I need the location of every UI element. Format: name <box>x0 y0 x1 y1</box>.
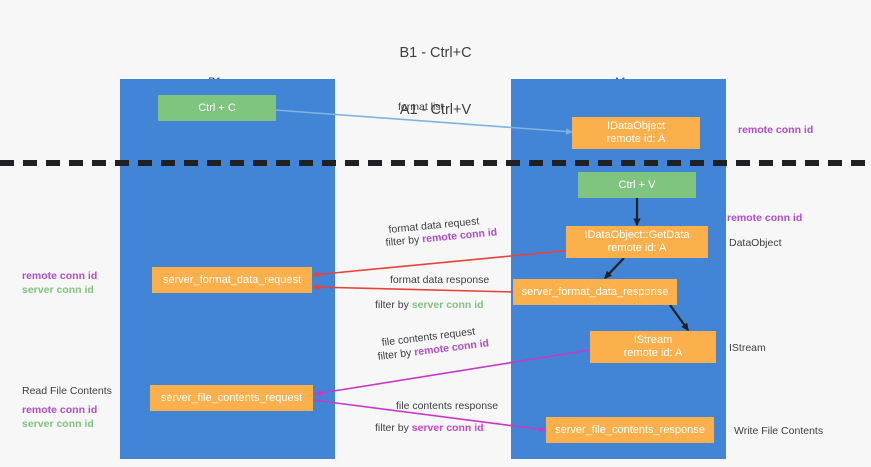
node-ctrl-c-label: Ctrl + C <box>198 101 236 114</box>
node-istream-title: IStream <box>633 334 673 346</box>
node-server-file-contents-response-label: server_file_contents_response <box>555 423 705 436</box>
annotation-text: Read File Contents <box>22 385 112 397</box>
filter-key-server-conn-id: server conn id <box>411 299 484 311</box>
filter-prefix: filter by <box>375 422 412 434</box>
annotation-left-remote-conn-id-bot: remote conn id <box>22 403 97 417</box>
node-idataobject-title: IDataObject <box>606 120 666 132</box>
edge-label-format-list-text: format list <box>398 101 444 113</box>
annotation-text: server conn id <box>22 284 94 296</box>
node-istream-subtitle: remote id: A <box>623 347 683 359</box>
annotation-text: DataObject <box>729 237 782 249</box>
node-server-format-data-response-label: server_format_data_response <box>521 285 669 298</box>
edge-label-format-data-response-text: format data response <box>390 274 490 286</box>
node-idataobject-getdata-subtitle: remote id: A <box>607 242 667 254</box>
node-ctrl-v[interactable]: Ctrl + V <box>578 172 696 198</box>
annotation-text: IStream <box>729 342 766 354</box>
annotation-write-file-contents: Write File Contents <box>734 424 823 438</box>
annotation-istream: IStream <box>729 341 766 355</box>
edge-label-file-contents-response-filter: filter by server conn id <box>375 422 484 435</box>
node-server-file-contents-response[interactable]: server_file_contents_response <box>546 417 714 443</box>
annotation-text: remote conn id <box>22 270 98 282</box>
node-ctrl-v-label: Ctrl + V <box>618 178 656 191</box>
annotation-left-server-conn-id-bot: server conn id <box>22 417 94 431</box>
node-idataobject-subtitle: remote id: A <box>606 133 666 145</box>
title-line-1: B1 - Ctrl+C <box>399 45 472 61</box>
node-server-format-data-request[interactable]: server_format_data_request <box>152 267 312 293</box>
annotation-text: server conn id <box>22 418 94 430</box>
filter-prefix: filter by <box>375 299 412 311</box>
edge-label-format-data-response-filter: filter by server conn id <box>375 299 484 312</box>
filter-key-server-conn-id: server conn id <box>411 422 484 434</box>
node-server-format-data-request-label: server_format_data_request <box>162 273 302 286</box>
annotation-text: remote conn id <box>738 124 814 136</box>
annotation-text: remote conn id <box>22 404 98 416</box>
node-server-file-contents-request-label: server_file_contents_request <box>160 391 303 404</box>
node-idataobject[interactable]: IDataObject remote id: A <box>572 117 700 149</box>
filter-prefix: filter by <box>385 233 423 249</box>
edge-label-format-list: format list <box>398 101 444 114</box>
arrow-format-data-response <box>312 283 515 293</box>
node-ctrl-c[interactable]: Ctrl + C <box>158 95 276 121</box>
annotation-left-remote-conn-id-mid: remote conn id <box>22 269 97 283</box>
node-idataobject-getdata-title: IDataObject::GetData <box>584 229 690 241</box>
annotation-remote-conn-id-mid: remote conn id <box>727 211 802 225</box>
node-server-format-data-response[interactable]: server_format_data_response <box>513 279 677 305</box>
annotation-text: remote conn id <box>727 212 803 224</box>
edge-label-file-contents-response: file contents response <box>396 400 498 413</box>
annotation-text: Write File Contents <box>734 425 824 437</box>
node-istream[interactable]: IStream remote id: A <box>590 331 716 363</box>
annotation-dataobject: DataObject <box>729 236 782 250</box>
annotation-remote-conn-id-top: remote conn id <box>738 123 813 137</box>
annotation-left-server-conn-id-mid: server conn id <box>22 283 94 297</box>
edge-label-file-contents-response-text: file contents response <box>396 400 499 412</box>
annotation-read-file-contents: Read File Contents <box>22 384 112 398</box>
node-idataobject-getdata[interactable]: IDataObject::GetData remote id: A <box>566 226 708 258</box>
edge-label-format-data-response: format data response <box>390 274 489 287</box>
node-server-file-contents-request[interactable]: server_file_contents_request <box>150 385 313 411</box>
